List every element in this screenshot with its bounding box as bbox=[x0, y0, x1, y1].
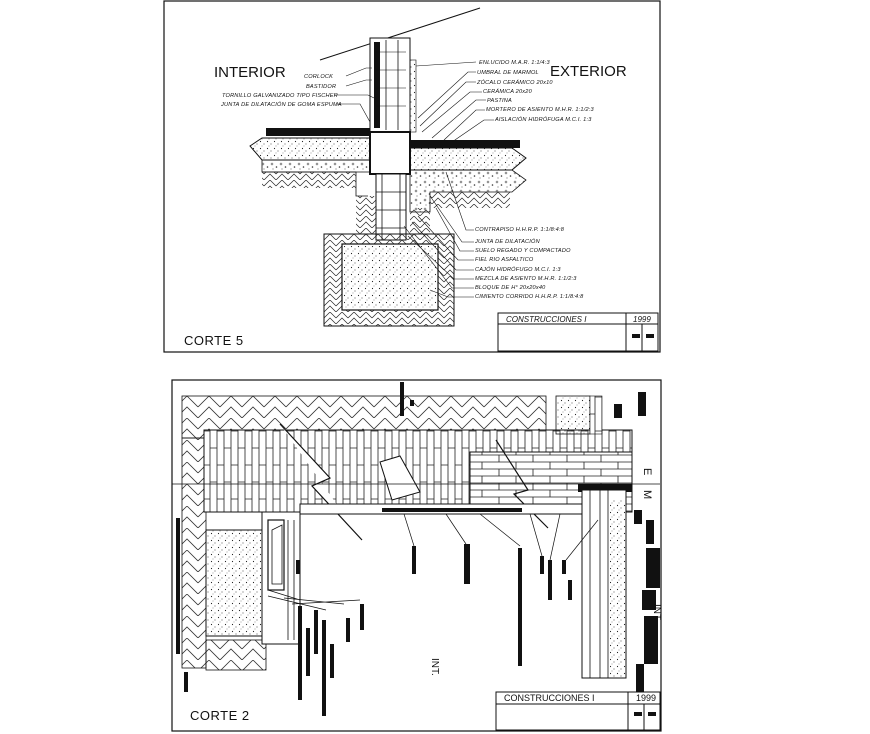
page-title-top: CORTE 5 bbox=[184, 333, 244, 348]
block-column bbox=[369, 131, 411, 241]
callout-junta-dilatacion: JUNTA DE DILATACIÓN bbox=[474, 238, 541, 245]
title-block-top: CONSTRUCCIONES I 1999 bbox=[497, 312, 659, 352]
callout-cimiento: CIMIENTO CORRIDO H.H.R.P. 1:1/8:4:8 bbox=[475, 294, 584, 300]
wall-section bbox=[369, 37, 417, 133]
page-title-bottom: CORTE 2 bbox=[190, 708, 250, 723]
label-int-center: INT. bbox=[429, 658, 440, 676]
title-block-name-top: CONSTRUCCIONES I bbox=[506, 315, 587, 324]
exterior-floor bbox=[409, 140, 527, 213]
callout-contrapiso: CONTRAPISO H.H.R.P. 1:1/8:4:8 bbox=[475, 227, 565, 233]
callout-suelo: SUELO REGADO Y COMPACTADO bbox=[475, 248, 571, 254]
break-line-top bbox=[319, 7, 481, 61]
label-m: M bbox=[641, 490, 653, 499]
interior-floor bbox=[249, 128, 371, 197]
callout-bloque: BLOQUE DE H° 20x20x40 bbox=[475, 285, 546, 291]
right-callouts-upper: ENLUCIDO M.A.R. 1:1/4:3 UMBRAL DE MARMOL… bbox=[415, 60, 595, 143]
leader-lines bbox=[267, 513, 599, 611]
callout-corlock: CORLOCK bbox=[304, 74, 333, 80]
sheet-corte-2: E M INT INT. CORTE 2 CONSTRUCCIONES I 19… bbox=[171, 379, 662, 732]
callout-zocalo: ZÓCALO CERÁMICO 20x10 bbox=[476, 79, 553, 86]
title-block-bottom: CONSTRUCCIONES I 1999 bbox=[495, 691, 661, 731]
title-block-year-bottom: 1999 bbox=[636, 693, 656, 703]
sheet-corte-5: INTERIOR EXTERIOR CORLOCK BASTIDOR TORNI… bbox=[163, 0, 661, 353]
callout-mortero: MORTERO DE ASIENTO M.H.R. 1:1/2:3 bbox=[486, 107, 595, 113]
callout-bastidor: BASTIDOR bbox=[306, 84, 336, 90]
callout-umbral: UMBRAL DE MARMOL bbox=[477, 70, 539, 76]
right-wall bbox=[555, 395, 627, 679]
exterior-label: EXTERIOR bbox=[550, 63, 627, 80]
callout-enlucido: ENLUCIDO M.A.R. 1:1/4:3 bbox=[479, 60, 551, 66]
sheet-border-top bbox=[163, 0, 661, 353]
break-zigzag-2 bbox=[379, 455, 421, 501]
callout-aislacion: AISLACIÓN HIDRÓFUGA M.C.I. 1:3 bbox=[494, 116, 592, 123]
annotation-bars bbox=[176, 382, 660, 716]
callout-cajon: CAJÓN HIDRÓFUGO M.C.I. 1:3 bbox=[475, 266, 561, 273]
callout-fiel: FIEL RIO ASFALTICO bbox=[475, 257, 534, 263]
right-callouts-lower: CONTRAPISO H.H.R.P. 1:1/8:4:8 JUNTA DE D… bbox=[403, 171, 584, 300]
herringbone-left bbox=[181, 437, 207, 669]
interior-label: INTERIOR bbox=[214, 64, 286, 81]
callout-ceramica: CERÁMICA 20x20 bbox=[483, 88, 533, 95]
left-callouts: CORLOCK BASTIDOR TORNILLO GALVANIZADO TI… bbox=[220, 67, 375, 123]
title-block-name-bottom: CONSTRUCCIONES I bbox=[504, 693, 595, 703]
herringbone-left-lower bbox=[205, 639, 267, 671]
sheet-border-bottom bbox=[171, 379, 662, 732]
callout-junta-goma: JUNTA DE DILATACIÓN DE GOMA ESPUMA bbox=[220, 101, 342, 108]
title-block-year-top: 1999 bbox=[633, 315, 651, 324]
label-int-right: INT bbox=[651, 604, 662, 620]
foundation bbox=[323, 196, 455, 327]
callout-pastina: PASTINA bbox=[487, 98, 512, 104]
callout-tornillo: TORNILLO GALVANIZADO TIPO FISCHER bbox=[222, 93, 338, 99]
callout-mezcla: MEZCLA DE ASIENTO M.H.R. 1:1/2:3 bbox=[475, 276, 577, 282]
label-e: E bbox=[641, 468, 653, 475]
left-column bbox=[205, 511, 301, 645]
